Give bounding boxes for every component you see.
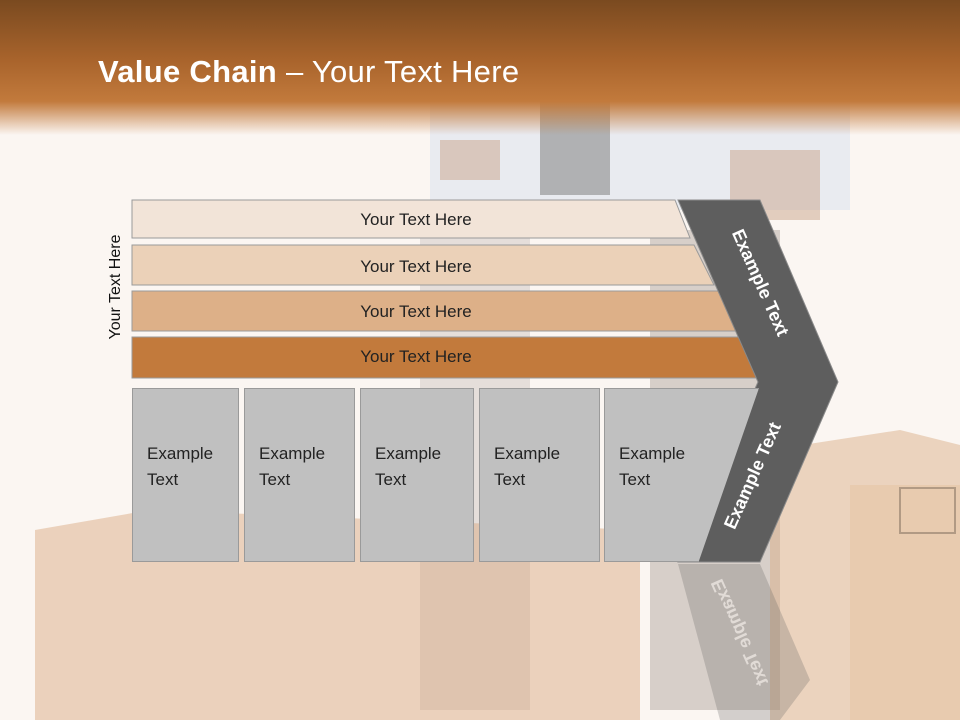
slide-title: Value Chain – Your Text Here bbox=[98, 54, 519, 90]
row-3: Your Text Here bbox=[131, 290, 739, 332]
column-line2: Text bbox=[619, 470, 651, 489]
row-2: Your Text Here bbox=[131, 244, 715, 286]
column-line2: Text bbox=[259, 470, 291, 489]
header-bar bbox=[0, 0, 960, 135]
column-line1: Example bbox=[259, 444, 326, 463]
row-label: Your Text Here bbox=[360, 210, 472, 229]
row-label: Your Text Here bbox=[360, 302, 472, 321]
title-bold: Value Chain bbox=[98, 54, 278, 89]
column-line1: Example bbox=[619, 444, 686, 463]
column-line1: Example bbox=[147, 444, 214, 463]
title-rest: – Your Text Here bbox=[277, 54, 520, 89]
column-line1: Example bbox=[375, 444, 442, 463]
row-1: Your Text Here bbox=[131, 199, 691, 239]
column-line2: Text bbox=[375, 470, 407, 489]
column-line2: Text bbox=[494, 470, 526, 489]
column-line2: Text bbox=[147, 470, 179, 489]
row-label: Your Text Here bbox=[360, 257, 472, 276]
row-4: Your Text Here bbox=[131, 336, 763, 379]
row-label: Your Text Here bbox=[360, 347, 472, 366]
chevron-reflection: Example Text bbox=[678, 564, 810, 720]
column-line1: Example bbox=[494, 444, 561, 463]
